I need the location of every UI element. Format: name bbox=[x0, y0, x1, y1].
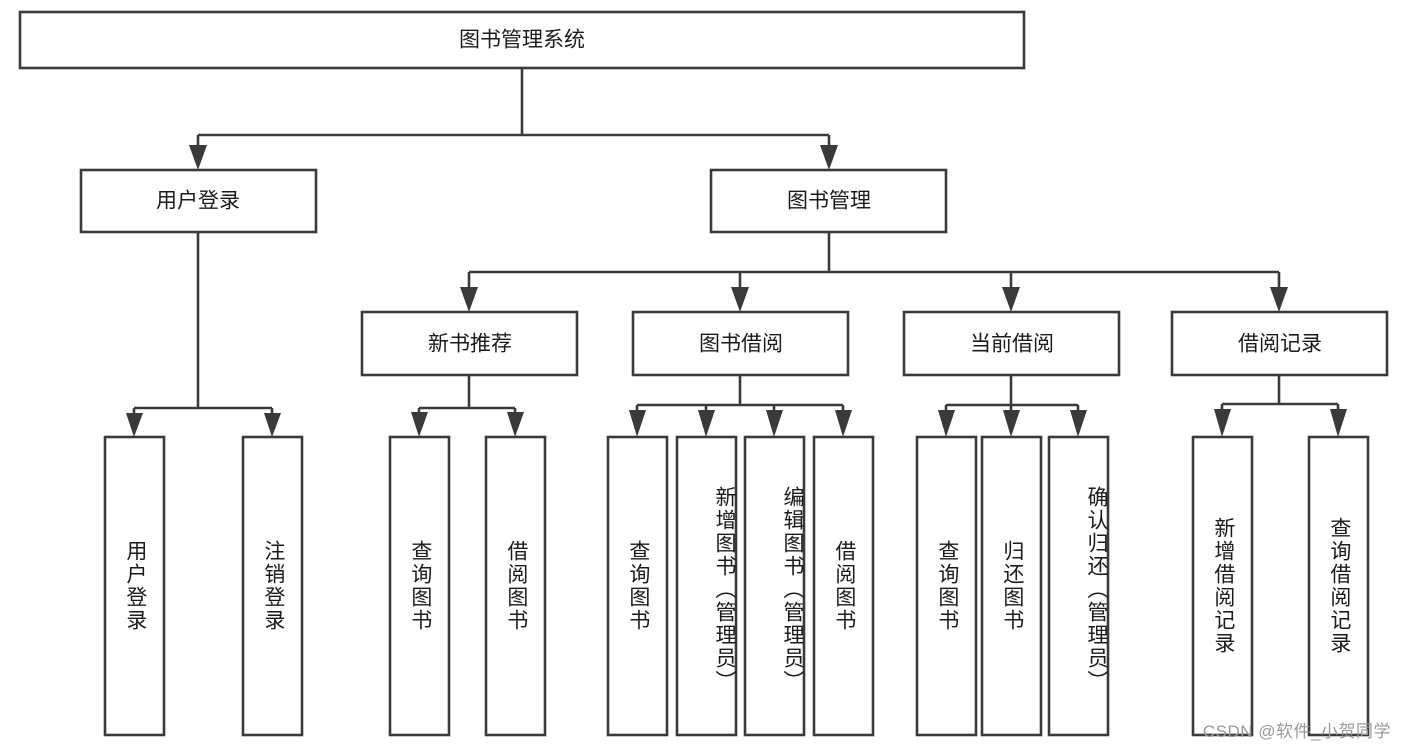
arrow-head-book-borrow bbox=[731, 287, 749, 312]
node-root-box[interactable] bbox=[18, 10, 1026, 70]
node-current-borrow-label: 当前借阅 bbox=[970, 333, 1054, 356]
node-book-borrow[interactable]: 图书借阅 bbox=[631, 310, 850, 377]
arrow-head-leaf-query-book-3 bbox=[938, 410, 955, 437]
connectors-layer bbox=[126, 68, 1347, 437]
node-borrow-record-label: 借阅记录 bbox=[1238, 333, 1322, 356]
leaf-boxes-layer bbox=[103, 435, 1370, 737]
arrow-head-leaf-confirm-return bbox=[1070, 410, 1087, 437]
node-new-book-rec-label: 新书推荐 bbox=[428, 333, 512, 356]
arrow-head-leaf-edit-book bbox=[766, 410, 783, 437]
node-book-manage[interactable]: 图书管理 bbox=[709, 168, 948, 234]
node-borrow-record-box[interactable] bbox=[1170, 310, 1389, 377]
arrow-head-leaf-add-record bbox=[1214, 409, 1231, 437]
csdn-watermark: CSDN @软件_小贺同学 bbox=[1202, 722, 1391, 741]
arrow-head-leaf-user-login bbox=[126, 413, 143, 437]
leaf-confirm-return-box[interactable] bbox=[1047, 435, 1110, 737]
node-book-borrow-label: 图书借阅 bbox=[699, 333, 783, 356]
node-book-manage-label: 图书管理 bbox=[787, 190, 871, 213]
node-new-book-rec[interactable]: 新书推荐 bbox=[360, 310, 579, 377]
node-new-book-rec-box[interactable] bbox=[360, 310, 579, 377]
node-book-borrow-box[interactable] bbox=[631, 310, 850, 377]
leaf-user-logout-box[interactable] bbox=[241, 435, 304, 737]
leaf-add-record-box[interactable] bbox=[1191, 435, 1254, 737]
arrow-head-book-manage bbox=[820, 145, 838, 170]
leaf-query-book-3-box[interactable] bbox=[915, 435, 978, 737]
arrow-head-leaf-query-record bbox=[1330, 409, 1347, 437]
arrow-head-leaf-user-logout bbox=[264, 413, 281, 437]
arrow-head-user-login bbox=[189, 145, 207, 170]
arrow-head-leaf-borrow-book-2 bbox=[835, 410, 852, 437]
leaf-query-book-2-box[interactable] bbox=[606, 435, 669, 737]
leaf-user-login-box[interactable] bbox=[103, 435, 166, 737]
node-current-borrow-box[interactable] bbox=[902, 310, 1121, 377]
leaf-add-book-box[interactable] bbox=[675, 435, 738, 737]
arrow-head-borrow-record bbox=[1270, 287, 1288, 312]
node-current-borrow[interactable]: 当前借阅 bbox=[902, 310, 1121, 377]
node-user-login[interactable]: 用户登录 bbox=[79, 168, 318, 234]
arrow-head-current-borrow bbox=[1002, 287, 1020, 312]
leaf-return-book-box[interactable] bbox=[980, 435, 1043, 737]
leaf-borrow-book-2-box[interactable] bbox=[812, 435, 875, 737]
arrow-head-leaf-query-book-1 bbox=[411, 412, 428, 437]
arrow-head-leaf-query-book-2 bbox=[629, 410, 646, 437]
leaf-edit-book-box[interactable] bbox=[743, 435, 806, 737]
arrow-head-leaf-borrow-book-1 bbox=[507, 412, 524, 437]
leaf-borrow-book-1-box[interactable] bbox=[484, 435, 547, 737]
node-book-manage-box[interactable] bbox=[709, 168, 948, 234]
node-borrow-record[interactable]: 借阅记录 bbox=[1170, 310, 1389, 377]
arrow-head-leaf-add-book bbox=[698, 410, 715, 437]
leaf-query-record-box[interactable] bbox=[1307, 435, 1370, 737]
node-root-label: 图书管理系统 bbox=[459, 29, 585, 52]
arrow-head-leaf-return-book bbox=[1003, 410, 1020, 437]
leaf-query-book-1-box[interactable] bbox=[388, 435, 451, 737]
node-user-login-label: 用户登录 bbox=[156, 190, 240, 213]
node-root[interactable]: 图书管理系统 bbox=[18, 10, 1026, 70]
node-user-login-box[interactable] bbox=[79, 168, 318, 234]
arrow-head-new-book-rec bbox=[460, 287, 478, 312]
